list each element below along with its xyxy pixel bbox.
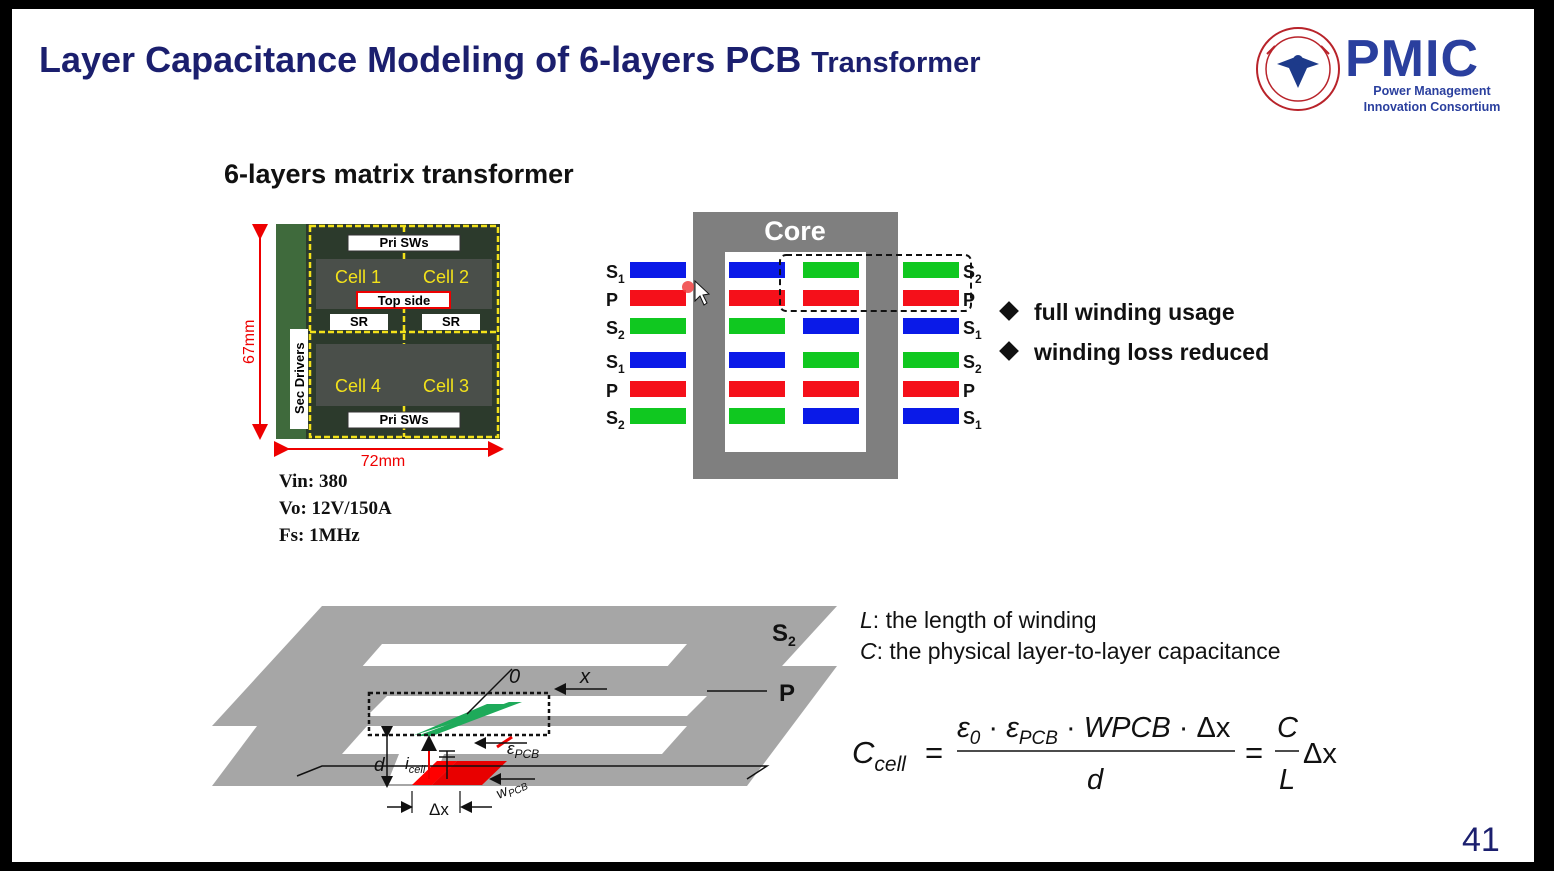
- winding-bar-green: [729, 318, 785, 334]
- winding-bar-blue: [729, 262, 785, 278]
- section-subtitle: 6-layers matrix transformer: [224, 159, 574, 189]
- formula-lhs: Ccell: [852, 735, 907, 776]
- winding-bar-blue: [630, 262, 686, 278]
- origin-label: 0: [509, 666, 520, 688]
- bullet-item: winding loss reduced: [999, 339, 1269, 366]
- sr-left-label: SR: [350, 314, 369, 329]
- winding-label: P: [963, 381, 975, 401]
- winding-bar-red: [729, 290, 785, 306]
- winding-bar-green: [803, 352, 859, 368]
- formula-denominator: d: [1087, 764, 1104, 796]
- winding-label: P: [606, 290, 618, 310]
- winding-bar-blue: [630, 352, 686, 368]
- winding-label: P: [606, 381, 618, 401]
- pmic-logo: PMIC: [1345, 30, 1479, 88]
- winding-bar-green: [803, 262, 859, 278]
- winding-bar-red: [903, 290, 959, 306]
- pcb-photo: Pri SWs Cell 1 Cell 2 Top side SR SR Cel…: [241, 224, 504, 469]
- diamond-icon: [999, 301, 1019, 321]
- page-title: Layer Capacitance Modeling of 6-layers P…: [39, 39, 981, 80]
- sr-right-label: SR: [442, 314, 461, 329]
- winding-bar-red: [729, 381, 785, 397]
- cursor-highlight: [682, 281, 694, 293]
- winding-bar-green: [630, 318, 686, 334]
- winding-bar-blue: [803, 318, 859, 334]
- top-side-label: Top side: [378, 293, 430, 308]
- winding-bar-red: [630, 381, 686, 397]
- cell1-label: Cell 1: [335, 267, 381, 287]
- spec-vin: Vin: 380: [279, 471, 348, 492]
- winding-label: S2: [606, 408, 625, 432]
- formula-numerator: ε0 · εPCB · WPCB · Δx: [957, 712, 1231, 749]
- spec-fs: Fs: 1MHz: [279, 525, 360, 546]
- sec-drivers-label: Sec Drivers: [292, 342, 307, 414]
- winding-label: P: [963, 290, 975, 310]
- winding-label: S1: [606, 262, 625, 286]
- formula-equals-2: =: [1245, 735, 1263, 770]
- winding-bars: [630, 262, 959, 424]
- pri-sws-top-label: Pri SWs: [379, 235, 428, 250]
- winding-bar-blue: [729, 352, 785, 368]
- winding-bar-blue: [903, 408, 959, 424]
- winding-label: S2: [963, 352, 982, 376]
- note-length: L: the length of winding: [860, 607, 1097, 633]
- winding-bar-red: [903, 381, 959, 397]
- slide: Layer Capacitance Modeling of 6-layers P…: [12, 9, 1534, 862]
- winding-bar-green: [903, 352, 959, 368]
- spec-vo: Vo: 12V/150A: [279, 498, 392, 519]
- winding-bar-green: [903, 262, 959, 278]
- width-dimension: 72mm: [361, 453, 405, 469]
- winding-label: S1: [963, 318, 982, 342]
- winding-label: S2: [963, 262, 982, 286]
- winding-bar-red: [630, 290, 686, 306]
- capacitance-formula: Ccell = ε0 · εPCB · WPCB · Δx d = C L Δx: [852, 712, 1337, 796]
- core-shape: Core: [693, 212, 898, 479]
- eps-pcb-label: εPCB: [507, 739, 539, 761]
- formula-frac2-den: L: [1279, 764, 1295, 796]
- formula-tail: Δx: [1303, 738, 1337, 770]
- s2-layer-label: S2: [772, 620, 796, 649]
- bullet-item: full winding usage: [999, 299, 1235, 326]
- note-capacitance: C: the physical layer-to-layer capacitan…: [860, 638, 1281, 664]
- winding-bar-blue: [903, 318, 959, 334]
- winding-bar-blue: [803, 408, 859, 424]
- winding-bar-red: [803, 290, 859, 306]
- p-layer-label: P: [779, 680, 795, 707]
- formula-frac2-num: C: [1277, 712, 1299, 744]
- x-axis-label: x: [579, 666, 591, 688]
- formula-equals-1: =: [925, 735, 943, 770]
- winding-label: S1: [606, 352, 625, 376]
- pri-sws-bottom-label: Pri SWs: [379, 412, 428, 427]
- height-dimension: 67mm: [241, 320, 258, 364]
- cell3-label: Cell 3: [423, 376, 469, 396]
- delta-x-label: Δx: [429, 800, 449, 819]
- winding-label: S1: [963, 408, 982, 432]
- winding-label: S2: [606, 318, 625, 342]
- d-label: d: [374, 755, 386, 776]
- diamond-icon: [999, 341, 1019, 361]
- cell4-label: Cell 4: [335, 376, 381, 396]
- cell2-label: Cell 2: [423, 267, 469, 287]
- core-label: Core: [764, 216, 826, 246]
- winding-bar-green: [630, 408, 686, 424]
- university-seal-logo: [1256, 27, 1340, 111]
- mouse-cursor-icon: [694, 279, 711, 306]
- winding-bar-red: [803, 381, 859, 397]
- page-number: 41: [1462, 821, 1500, 859]
- winding-bar-green: [729, 408, 785, 424]
- i-cell-label: icell: [405, 754, 426, 776]
- highlight-box: [779, 254, 972, 312]
- layer-capacitance-diagram: S2 P 0 x εPCB d icell wPCB Δx: [212, 606, 837, 819]
